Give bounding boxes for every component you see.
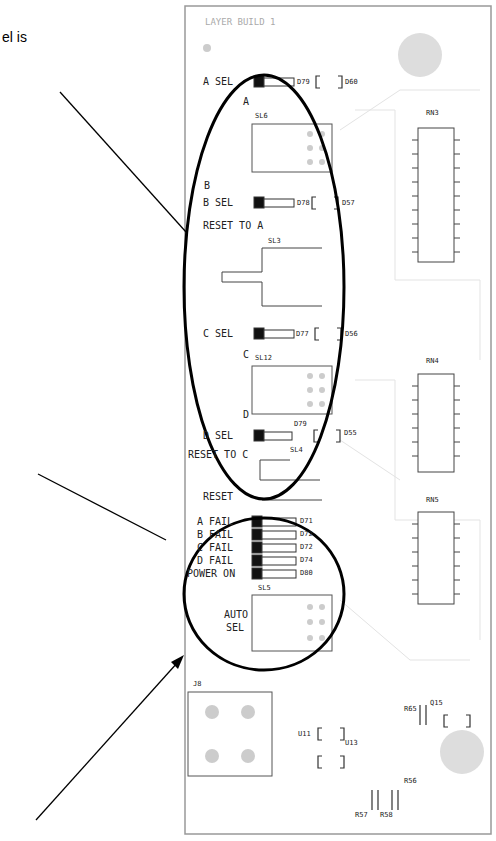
part-number: SL6	[255, 113, 268, 120]
led-label: A SEL	[203, 77, 233, 87]
part-number: SL3	[268, 238, 281, 245]
part-number: D77	[296, 331, 309, 338]
part-number: RN4	[426, 358, 439, 365]
part-number: D55	[344, 430, 357, 437]
part-number: D79	[297, 79, 310, 86]
part-number: SL5	[258, 585, 271, 592]
part-number: D78	[297, 200, 310, 207]
part-number: SL4	[290, 447, 303, 454]
switch-label: AUTO	[224, 610, 248, 620]
switch-label: A	[243, 97, 249, 107]
part-number: D60	[345, 79, 358, 86]
part-number: D72	[300, 531, 313, 538]
board-title: LAYER BUILD 1	[205, 18, 275, 27]
led-label: D SEL	[203, 431, 233, 441]
part-number: Q15	[430, 700, 443, 707]
led-label: A FAIL	[197, 517, 233, 527]
part-number: J8	[193, 681, 201, 688]
switch-label: SEL	[226, 623, 244, 633]
part-number: U11	[298, 731, 311, 738]
jumper-label: RESET TO C	[188, 450, 248, 460]
part-number: RN3	[426, 110, 439, 117]
led-label: D FAIL	[197, 556, 233, 566]
part-number: D71	[300, 518, 313, 525]
switch-label: B	[204, 181, 210, 191]
part-number: D74	[300, 557, 313, 564]
part-number: D79	[294, 421, 307, 428]
led-label: B SEL	[203, 198, 233, 208]
led-label: B FAIL	[197, 530, 233, 540]
part-number: R58	[380, 812, 393, 819]
part-number: D56	[345, 331, 358, 338]
led-label: POWER ON	[187, 569, 235, 579]
part-number: R57	[355, 812, 368, 819]
jumper-label: RESET	[203, 492, 233, 502]
part-number: D80	[300, 570, 313, 577]
part-number: R56	[404, 778, 417, 785]
led-label: C SEL	[203, 329, 233, 339]
part-number: SL12	[255, 355, 272, 362]
part-number: R65	[404, 706, 417, 713]
switch-label: C	[243, 350, 249, 360]
part-number: D72	[300, 544, 313, 551]
jumper-label: RESET TO A	[203, 221, 263, 231]
switch-label: D	[243, 410, 249, 420]
part-number: RN5	[426, 497, 439, 504]
part-number: U13	[345, 740, 358, 747]
part-number: D57	[342, 200, 355, 207]
led-label: C FAIL	[197, 543, 233, 553]
note-text: el is	[2, 30, 27, 44]
